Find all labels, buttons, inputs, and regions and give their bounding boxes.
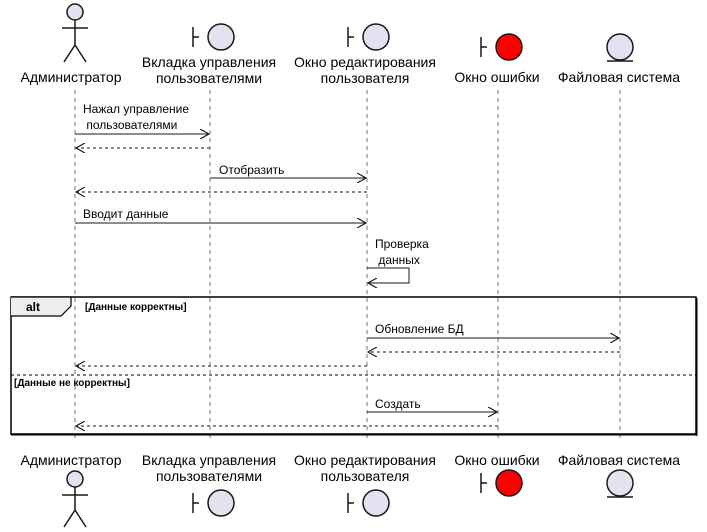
message-label: Создать [375,397,421,411]
boundary-editwin-top: Окно редактирования пользователя [294,23,436,86]
message-label: Обновление БД [375,322,464,336]
alt-keyword-tab [11,296,72,317]
boundary-icon [347,23,390,51]
message-label: Проверка [375,237,429,251]
participant-label-admin: Администратор [20,69,121,85]
participant-label-fs: Файловая система [558,69,680,85]
message-7: Обновление БД [367,322,619,338]
alt-keyword: alt [26,300,40,314]
boundary-errwin-top: Окно ошибки [454,33,540,85]
boundary-tab-top: Вкладка управления пользователями [142,23,276,86]
message-3: Отобразить [210,163,366,178]
participant-label-editwin-2: пользователя [321,468,410,484]
message-6-self: Проверка данных [367,237,429,283]
boundary-icon [347,489,390,517]
alt-condition-1: [Данные корректны] [85,302,187,313]
message-label: Нажал управление [83,102,189,116]
alt-frame: alt [Данные корректны] [Данные не коррек… [10,296,698,436]
lifelines [74,90,621,442]
participant-label-fs: Файловая система [558,452,680,468]
participant-label-tab-1: Вкладка управления [142,452,276,468]
actor-admin-top: Администратор [20,3,122,85]
participant-label-editwin-2: пользователя [321,70,410,86]
participant-label-tab-2: пользователями [156,468,262,484]
message-10: Создать [367,397,497,412]
message-label: пользователями [83,118,177,132]
boundary-error-icon [480,33,523,61]
message-label: Вводит данные [83,207,169,221]
participant-label-tab-1: Вкладка управления [142,54,276,70]
boundary-icon [192,23,235,51]
participant-label-editwin-1: Окно редактирования [294,54,436,70]
actor-icon [62,470,88,528]
messages: Нажал управление пользователями admin --… [75,102,620,426]
participant-label-errwin: Окно ошибки [454,69,539,85]
message-label: данных [375,253,420,267]
boundary-editwin-bottom: Окно редактирования пользователя [294,452,436,517]
alt-condition-2: [Данные не корректны] [14,378,130,389]
entity-icon [606,469,634,498]
boundary-error-icon [480,469,523,497]
participant-label-admin: Администратор [20,452,121,468]
self-message-arrow [367,267,410,283]
entity-fs-bottom: Файловая система [558,452,680,498]
participant-label-editwin-1: Окно редактирования [294,452,436,468]
message-5: Вводит данные [75,207,366,223]
participant-label-errwin: Окно ошибки [454,452,539,468]
message-label: Отобразить [219,163,284,177]
boundary-icon [192,489,235,517]
message-1: Нажал управление пользователями [75,102,209,134]
entity-fs-top: Файловая система [558,33,680,85]
boundary-errwin-bottom: Окно ошибки [454,452,540,497]
entity-icon [606,33,634,62]
participant-label-tab-2: пользователями [156,70,262,86]
actor-admin-bottom: Администратор [20,452,122,528]
actor-icon [62,3,88,63]
boundary-tab-bottom: Вкладка управления пользователями [142,452,276,517]
